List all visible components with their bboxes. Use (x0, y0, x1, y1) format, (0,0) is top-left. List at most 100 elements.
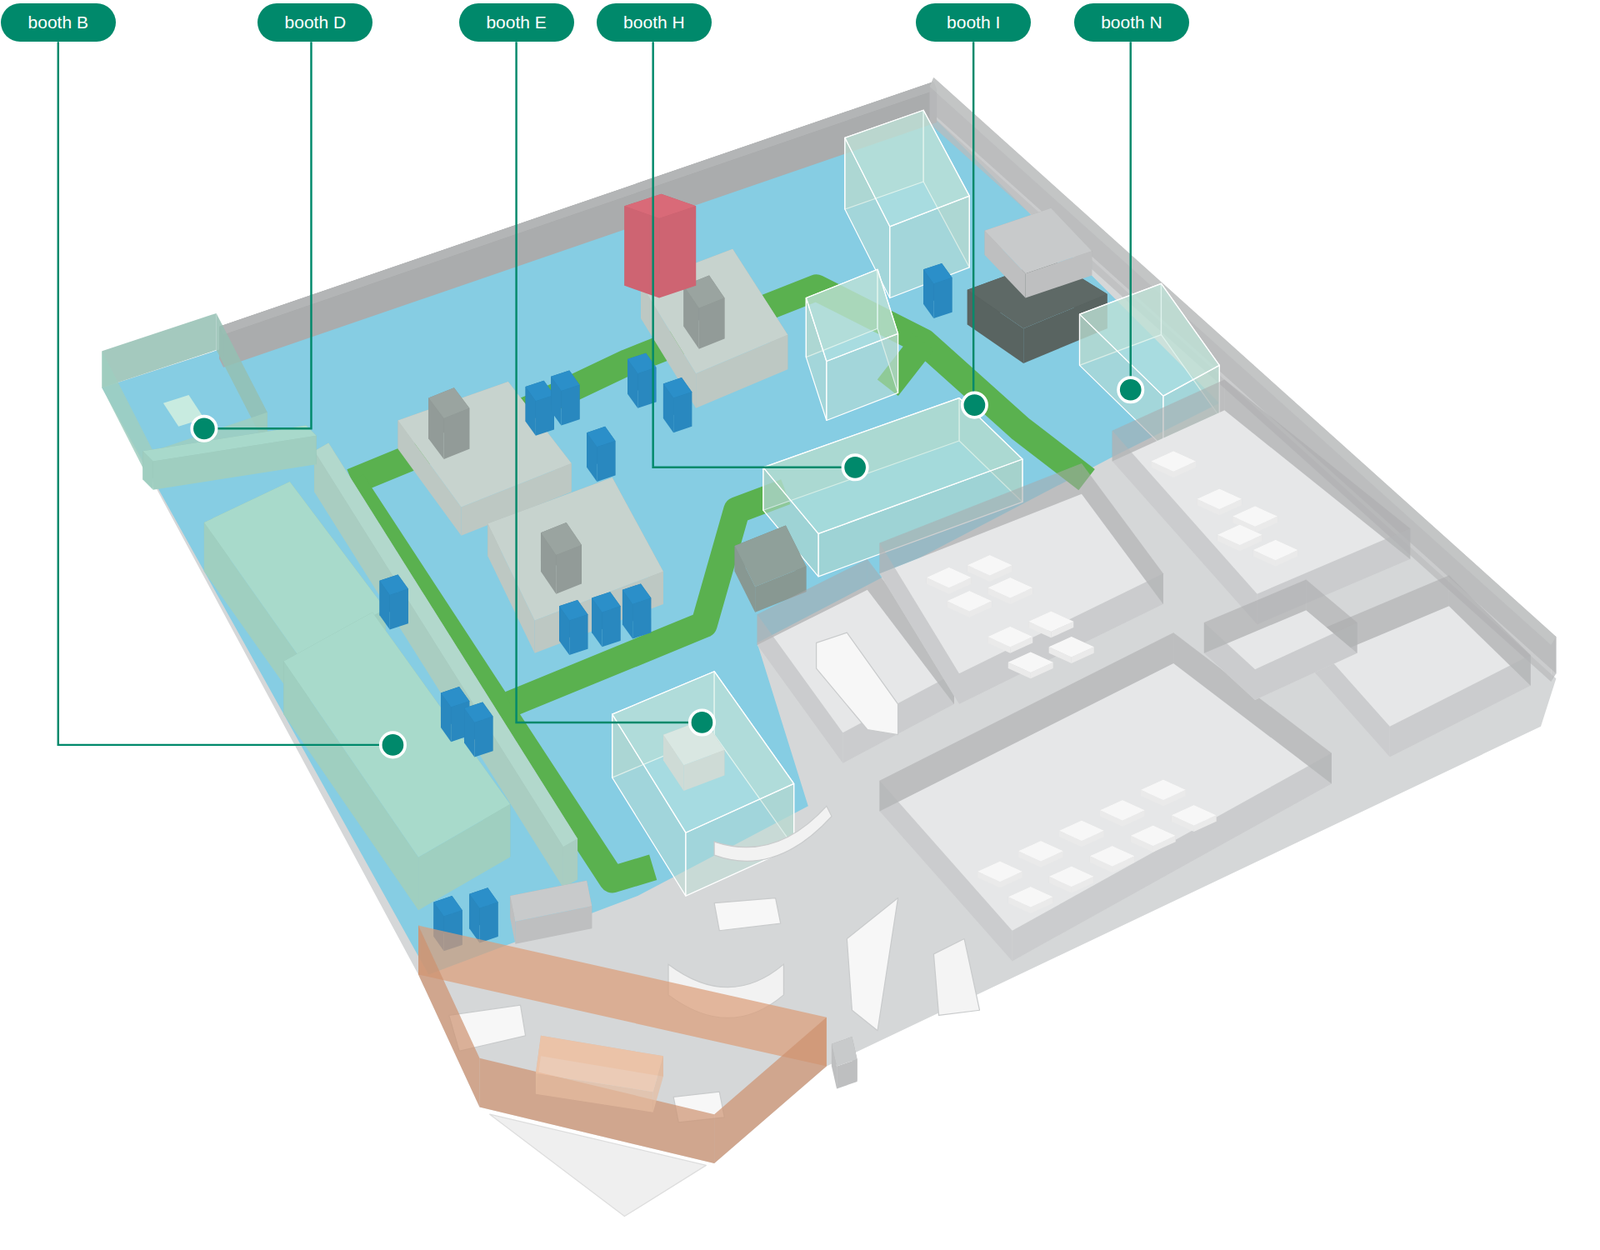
cabinet-side (474, 716, 493, 758)
booth-b-block-top (283, 612, 510, 858)
room-wall-side (880, 542, 960, 704)
leader-line (972, 41, 975, 393)
room-wall-side (757, 559, 868, 645)
workshop-area (101, 117, 1220, 975)
cabinet-top (627, 353, 656, 374)
bench-top (985, 208, 1093, 274)
robot-arm-top (540, 522, 582, 555)
cabinet-side (596, 440, 615, 482)
cabinet-top (586, 426, 615, 447)
room-wall-side (880, 632, 1175, 811)
room-wall-side (757, 614, 844, 764)
table-top (1049, 636, 1095, 657)
booth-label: booth I (915, 3, 1031, 42)
booth-label: booth H (596, 3, 712, 42)
table-top (1196, 489, 1242, 510)
table-top (987, 577, 1033, 598)
cabinet-side (673, 391, 692, 433)
table-top (1100, 800, 1145, 820)
booth-name: booth I (946, 13, 1000, 31)
table-top (1008, 886, 1054, 907)
table-top (1140, 780, 1186, 800)
booth-name: booth E (485, 13, 546, 31)
cabinet-top (433, 895, 462, 916)
table-top (1217, 524, 1263, 545)
booth-name: booth N (1100, 13, 1163, 31)
cabinet-side (601, 605, 620, 647)
glass-cube-top (805, 269, 898, 361)
booth-name: booth D (285, 13, 347, 31)
floor (101, 117, 1556, 1164)
glass-rack-top (845, 110, 970, 227)
table-top (1232, 505, 1278, 526)
leader-dot (1118, 377, 1143, 402)
cabinet-top (525, 380, 555, 401)
table-top (1253, 540, 1299, 560)
robot-cell-top (487, 477, 664, 620)
conveyor-top (735, 525, 807, 587)
bench-top (831, 1036, 858, 1067)
leader-line (516, 41, 690, 723)
cabinet-side (560, 385, 580, 426)
partition-wall-side (563, 839, 578, 889)
cabinet-top (591, 591, 620, 612)
booth-label: booth B (0, 3, 116, 42)
wall-panel (933, 939, 980, 1016)
room-wall-side (1012, 753, 1332, 962)
cabinet-side (390, 589, 409, 630)
table-top (946, 590, 992, 611)
bench-top (510, 880, 592, 922)
leader-line (216, 41, 312, 429)
column-side (659, 205, 696, 298)
cabinet-side (480, 901, 499, 943)
booth-b-wall-top (142, 425, 316, 462)
round-table (714, 898, 781, 931)
robot-arm-top (428, 387, 470, 419)
table-top (967, 555, 1013, 575)
leader-line (653, 41, 844, 468)
curved-counter (714, 805, 832, 861)
cabinet-side (632, 598, 651, 640)
cabinet-top (923, 263, 952, 284)
booth-d-room-side (101, 313, 216, 388)
table-top (1059, 820, 1105, 840)
cabinet-top (464, 701, 493, 722)
entrance-wall-side (418, 925, 480, 1108)
illustration-group (101, 77, 1556, 1217)
cabinet-top (663, 377, 692, 398)
entrance-vestibule-top (535, 1035, 664, 1092)
room-wall-side (1255, 622, 1357, 700)
table-top (1018, 840, 1064, 861)
table-top (1130, 825, 1176, 846)
leader-line (1130, 41, 1132, 378)
glass-booth-top (1080, 283, 1220, 396)
leader-dot (191, 416, 216, 441)
room-wall-side (1390, 655, 1531, 757)
leader-group (58, 41, 1144, 757)
cabinet-top (469, 887, 498, 908)
table-top (1028, 610, 1074, 631)
cabinet-top (440, 686, 470, 707)
glass-cube-top (612, 671, 795, 833)
cabinet-top (622, 583, 651, 604)
cabinet-side (933, 277, 952, 319)
room-wall-side (1204, 622, 1255, 700)
room-wall-side (880, 463, 1082, 574)
leader-dot (380, 732, 405, 757)
table-top (977, 860, 1023, 881)
booth-label: booth E (459, 3, 575, 42)
entrance-wall-side (714, 1017, 827, 1164)
cabinet-top (550, 370, 580, 390)
robot-cell-top (398, 381, 572, 508)
table-top (1150, 450, 1196, 471)
table-top (1049, 866, 1095, 887)
leader-line (58, 41, 381, 745)
long-table (846, 898, 898, 1031)
booth-name: booth B (28, 13, 89, 31)
back-wall-side (223, 90, 937, 368)
cabinet-top (380, 574, 409, 595)
cabinet-top (559, 600, 588, 620)
